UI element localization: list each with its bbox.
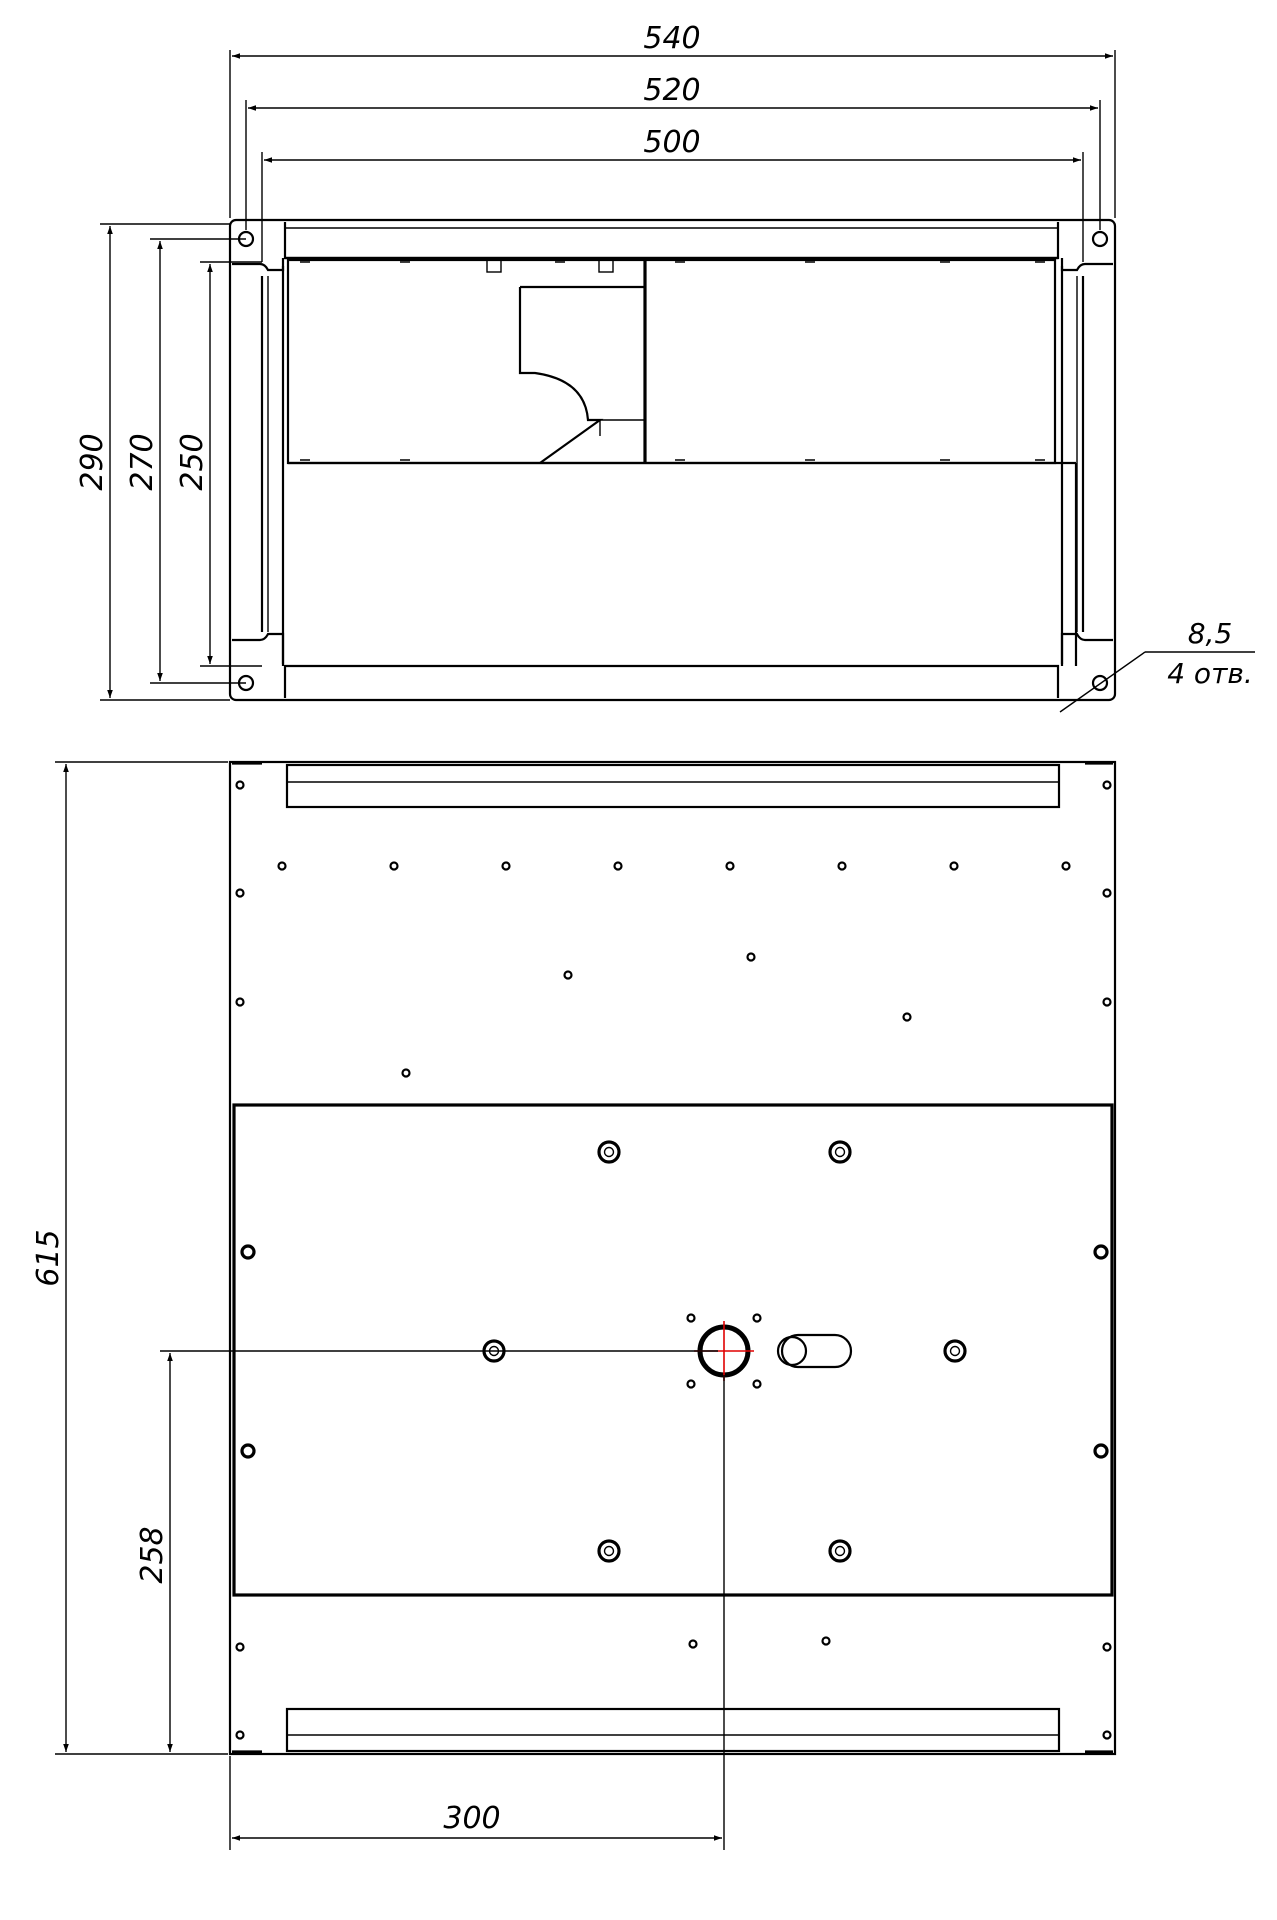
hole-diameter-label: 8,5 <box>1188 617 1233 650</box>
dim-258: 258 <box>135 1526 170 1583</box>
dim-500: 500 <box>643 125 700 160</box>
top-view: 540 520 500 290 270 250 8,5 4 отв. <box>75 21 1255 713</box>
upper-mounting-holes <box>235 780 1112 1078</box>
hole-count-label: 4 отв. <box>1167 657 1253 690</box>
fan-panel <box>232 1103 1114 1597</box>
dim-290: 290 <box>75 433 110 490</box>
dim-270: 270 <box>125 433 160 490</box>
top-outer-frame <box>228 218 1117 702</box>
dim-250: 250 <box>175 433 210 490</box>
bottom-outer-plate <box>228 760 1117 1756</box>
dim-300: 300 <box>443 1801 500 1836</box>
dim-520: 520 <box>643 73 700 108</box>
dim-615: 615 <box>31 1229 66 1286</box>
dim-540: 540 <box>643 21 700 56</box>
bottom-view: 615 258 300 <box>31 760 1117 1850</box>
lower-mounting-holes <box>235 1636 1112 1740</box>
